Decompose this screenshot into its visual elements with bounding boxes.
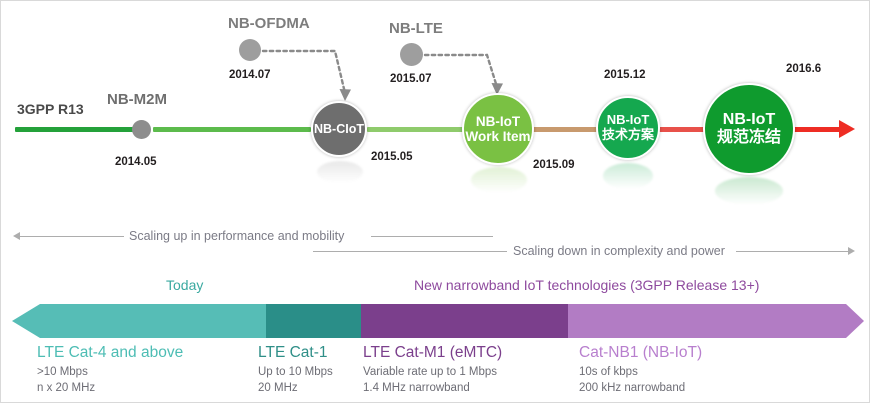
timeline-segment-2 bbox=[153, 127, 311, 132]
node-text-tech-scheme-line2: 技术方案 bbox=[601, 127, 654, 142]
callout-dot-nb-lte[interactable] bbox=[400, 43, 423, 66]
timeline-segment-1 bbox=[15, 127, 143, 132]
node-dot-nb-m2m[interactable] bbox=[132, 120, 151, 139]
band-right-arrowhead-icon bbox=[846, 304, 864, 338]
node-reflection-tech-scheme bbox=[603, 163, 653, 189]
callout-arrow-nb-lte-icon bbox=[423, 53, 503, 95]
node-date-spec-freeze: 2016.6 bbox=[786, 63, 822, 75]
band-title-lte-cat1: LTE Cat-1 bbox=[258, 344, 328, 361]
axis-label-3gpp-r13: 3GPP R13 bbox=[17, 101, 84, 117]
callout-label-nb-ofdma: NB-OFDMA bbox=[228, 15, 310, 32]
band-sub-lte-cat1-1: Up to 10 Mbps bbox=[258, 366, 333, 378]
band-sub-lte-cat-m1-1: Variable rate up to 1 Mbps bbox=[363, 366, 498, 378]
band-sub-lte-cat-m1-2: 1.4 MHz narrowband bbox=[363, 382, 470, 394]
scaling-up-text: Scaling up in performance and mobility bbox=[129, 229, 345, 243]
callout-date-nb-ofdma: 2014.07 bbox=[229, 69, 271, 81]
node-text-work-item-line1: NB-IoT bbox=[475, 113, 521, 129]
band-header-new-narrowband: New narrowband IoT technologies (3GPP Re… bbox=[414, 277, 760, 293]
node-circle-nb-iot-spec-freeze[interactable]: NB-IoT 规范冻结 bbox=[703, 83, 795, 175]
node-date-tech-scheme: 2015.12 bbox=[604, 69, 646, 81]
timeline-segment-4 bbox=[533, 127, 597, 132]
node-text-work-item-line2: Work Item bbox=[465, 129, 531, 144]
timeline-end-arrow-icon bbox=[839, 120, 855, 138]
callout-dot-nb-ofdma[interactable] bbox=[239, 39, 261, 61]
band-sub-lte-cat4-1: >10 Mbps bbox=[37, 366, 88, 378]
band-sub-cat-nb1-1: 10s of kbps bbox=[579, 366, 638, 378]
band-segment-lte-cat4[interactable] bbox=[40, 304, 266, 338]
band-left-arrowhead-icon bbox=[12, 304, 40, 338]
node-text-spec-freeze-line1: NB-IoT bbox=[722, 111, 776, 129]
node-text-spec-freeze-line2: 规范冻结 bbox=[716, 129, 781, 146]
node-reflection-nb-ciot bbox=[317, 161, 363, 183]
scaling-down-line-right bbox=[736, 251, 848, 252]
timeline-segment-5 bbox=[659, 127, 705, 132]
node-reflection-work-item bbox=[471, 167, 527, 193]
band-title-cat-nb1: Cat-NB1 (NB-IoT) bbox=[579, 344, 703, 361]
scaling-up-row: Scaling up in performance and mobility bbox=[1, 229, 501, 244]
callout-label-nb-lte: NB-LTE bbox=[389, 20, 443, 37]
node-text-tech-scheme-line1: NB-IoT bbox=[606, 112, 650, 128]
scaling-up-line-left bbox=[20, 236, 124, 237]
timeline-segment-6 bbox=[793, 127, 841, 132]
node-date-nb-ciot: 2015.05 bbox=[371, 151, 413, 163]
node-circle-nb-ciot[interactable]: NB-CIoT bbox=[311, 101, 367, 157]
scaling-up-line-right bbox=[371, 236, 493, 237]
band-sub-cat-nb1-2: 200 kHz narrowband bbox=[579, 382, 686, 394]
node-text-nb-ciot: NB-CIoT bbox=[314, 122, 364, 136]
band-segment-lte-cat1[interactable] bbox=[266, 304, 361, 338]
scaling-down-text: Scaling down in complexity and power bbox=[513, 244, 725, 258]
node-date-work-item: 2015.09 bbox=[533, 159, 575, 171]
timeline-segment-3 bbox=[367, 127, 463, 132]
scaling-down-line-left bbox=[313, 251, 507, 252]
band-header-today: Today bbox=[166, 277, 204, 293]
band-segment-lte-cat-m1[interactable] bbox=[361, 304, 568, 338]
band-segment-cat-nb1[interactable] bbox=[568, 304, 846, 338]
callout-date-nb-lte: 2015.07 bbox=[390, 73, 432, 85]
scaling-down-arrowhead-icon bbox=[848, 247, 855, 255]
node-reflection-spec-freeze bbox=[715, 177, 783, 205]
node-date-nb-m2m: 2014.05 bbox=[115, 156, 157, 168]
node-circle-nb-iot-tech-scheme[interactable]: NB-IoT 技术方案 bbox=[596, 96, 660, 160]
scaling-down-row: Scaling down in complexity and power bbox=[1, 244, 869, 259]
band-sub-lte-cat1-2: 20 MHz bbox=[258, 382, 298, 394]
band-sub-lte-cat4-2: n x 20 MHz bbox=[37, 382, 96, 394]
callout-arrow-nb-ofdma-icon bbox=[261, 49, 351, 101]
scaling-up-arrowhead-icon bbox=[13, 232, 20, 240]
band-title-lte-cat-m1: LTE Cat-M1 (eMTC) bbox=[363, 344, 503, 361]
band-title-lte-cat4: LTE Cat-4 and above bbox=[37, 344, 184, 361]
node-label-nb-m2m: NB-M2M bbox=[107, 91, 167, 108]
node-circle-nb-iot-work-item[interactable]: NB-IoT Work Item bbox=[462, 93, 534, 165]
